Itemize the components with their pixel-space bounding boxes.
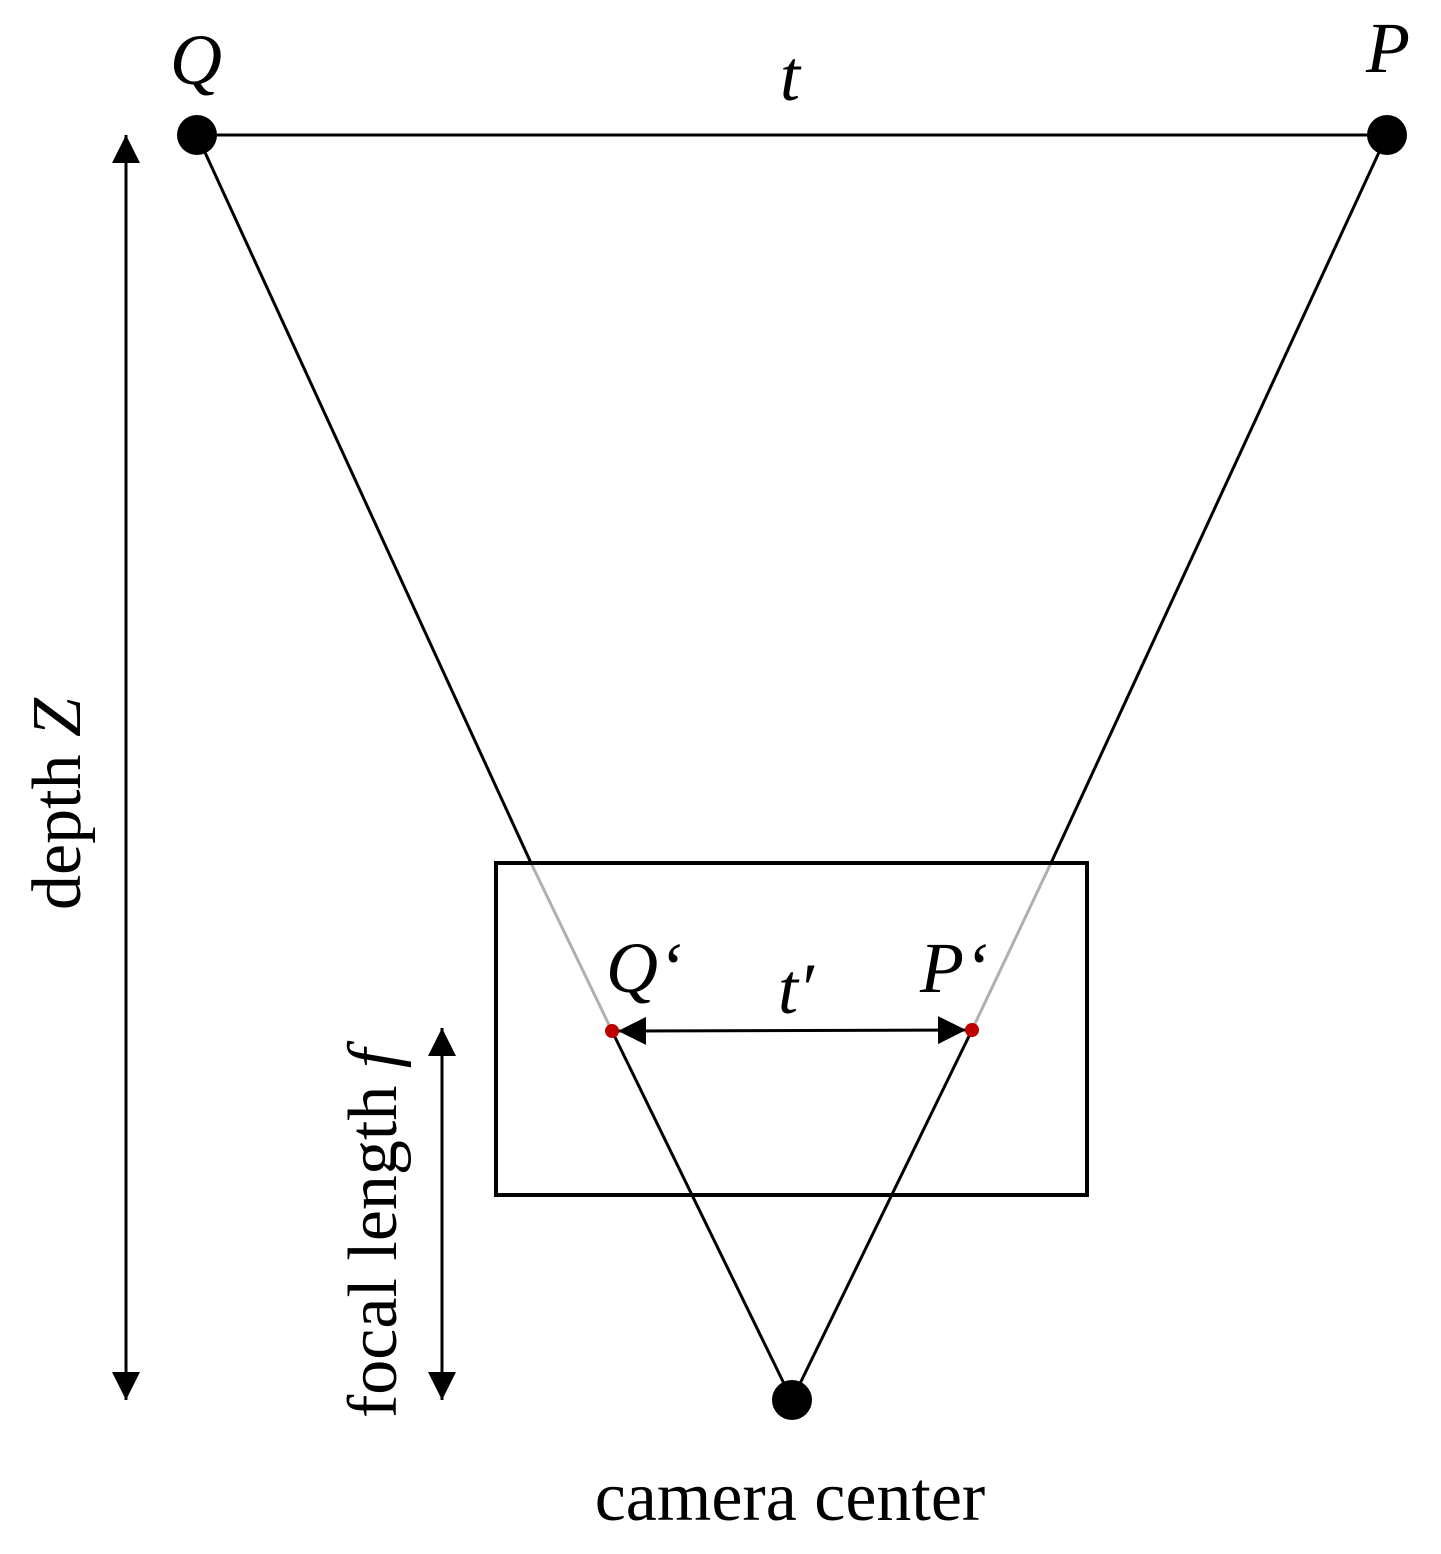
label-t-prime: t′ [778, 949, 815, 1029]
ray-q-in-plane [529, 862, 614, 1032]
image-point-p [965, 1023, 979, 1037]
ray-p-in-plane [970, 862, 1053, 1031]
label-depth: depth Z [19, 697, 96, 910]
label-t: t [780, 36, 802, 116]
point-q [177, 115, 217, 155]
camera-center-point [772, 1380, 812, 1420]
label-q-prime: Q‘ [606, 928, 682, 1008]
point-p [1367, 115, 1407, 155]
ray-q-upper [195, 134, 533, 864]
image-plane [494, 861, 1089, 1197]
label-p: P [1365, 8, 1410, 88]
ray-p-upper [1049, 134, 1389, 864]
ray-p-lower [790, 1029, 974, 1401]
label-q: Q [170, 20, 222, 100]
ray-q-lower [610, 1030, 794, 1401]
segment-t-prime-arrow [617, 1016, 967, 1045]
label-focal-length: focal length f [335, 1040, 412, 1418]
label-camera-center: camera center [595, 1459, 986, 1536]
label-p-prime: P‘ [919, 928, 988, 1008]
image-point-q [605, 1024, 619, 1038]
